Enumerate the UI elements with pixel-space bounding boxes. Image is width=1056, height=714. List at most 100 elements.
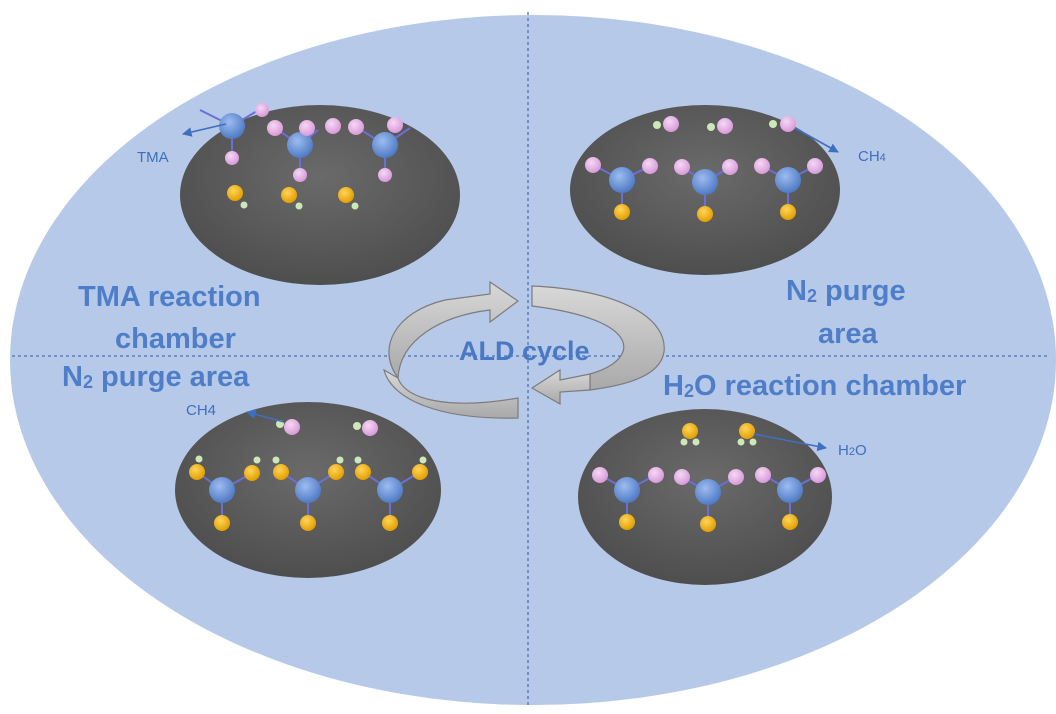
hydrogen-atom xyxy=(707,123,715,131)
oxygen-atom xyxy=(281,187,297,203)
carbon-atom xyxy=(807,158,823,174)
aluminum-atom xyxy=(614,477,640,503)
purge-top-label-line2: area xyxy=(818,318,879,350)
hydrogen-atom xyxy=(653,121,661,129)
hydrogen-atom xyxy=(354,456,362,464)
carbon-atom xyxy=(728,469,744,485)
cycle-arrow-lower xyxy=(530,368,591,406)
tma-chamber-label-line2: chamber xyxy=(115,323,236,355)
oxygen-atom xyxy=(355,464,371,480)
oxygen-atom xyxy=(412,464,428,480)
carbon-atom xyxy=(225,151,239,165)
hydrogen-atom xyxy=(351,202,359,210)
carbon-atom xyxy=(722,159,738,175)
hydrogen-atom xyxy=(240,201,248,209)
carbon-atom xyxy=(592,467,608,483)
hydrogen-atom xyxy=(737,438,745,446)
carbon-atom xyxy=(810,467,826,483)
h2o-molecule-label: H2O xyxy=(838,442,867,459)
carbon-atom xyxy=(325,118,341,134)
aluminum-atom xyxy=(377,477,403,503)
oxygen-atom xyxy=(300,515,316,531)
carbon-atom xyxy=(663,116,679,132)
carbon-atom xyxy=(284,419,300,435)
oxygen-atom xyxy=(780,204,796,220)
hydrogen-atom xyxy=(749,438,757,446)
hydrogen-atom xyxy=(295,202,303,210)
tma-arrow xyxy=(182,123,227,137)
ch4-label-top: CH4 xyxy=(858,148,886,165)
oxygen-atom xyxy=(682,423,698,439)
aluminum-atom xyxy=(692,169,718,195)
ald-cycle-arrows: ALD cycle xyxy=(383,280,665,419)
carbon-atom xyxy=(348,119,364,135)
hydrogen-atom xyxy=(272,456,280,464)
cycle-arrow-right xyxy=(531,285,665,391)
oxygen-atom xyxy=(328,464,344,480)
h2o-reaction-molecules: H2O xyxy=(592,423,867,532)
oxygen-atom xyxy=(700,516,716,532)
purge-top-label-line1: N2 purge xyxy=(786,275,906,307)
cycle-label: ALD cycle xyxy=(459,336,590,366)
purge-top-molecules: CH4 xyxy=(585,116,886,222)
carbon-atom xyxy=(674,159,690,175)
ch4-arrow-top xyxy=(794,127,839,153)
h2o-arrow xyxy=(753,433,827,452)
cycle-arrow-left xyxy=(383,368,519,419)
carbon-atom xyxy=(642,158,658,174)
tma-chamber-label-line1: TMA reaction xyxy=(78,281,261,313)
carbon-atom xyxy=(585,157,601,173)
carbon-atom xyxy=(293,168,307,182)
carbon-atom xyxy=(755,467,771,483)
carbon-atom xyxy=(267,120,283,136)
oxygen-atom xyxy=(614,204,630,220)
carbon-atom xyxy=(255,103,269,117)
cycle-arrow-upper xyxy=(388,280,520,380)
aluminum-atom xyxy=(777,477,803,503)
carbon-atom xyxy=(387,117,403,133)
oxygen-atom xyxy=(244,465,260,481)
carbon-atom xyxy=(780,116,796,132)
oxygen-atom xyxy=(189,464,205,480)
hydrogen-atom xyxy=(419,456,427,464)
aluminum-atom xyxy=(372,132,398,158)
aluminum-atom xyxy=(695,479,721,505)
oxygen-atom xyxy=(273,464,289,480)
carbon-atom xyxy=(378,168,392,182)
carbon-atom xyxy=(674,469,690,485)
carbon-atom xyxy=(362,420,378,436)
carbon-atom xyxy=(648,467,664,483)
oxygen-atom xyxy=(697,206,713,222)
aluminum-atom xyxy=(219,113,245,139)
ch4-label-bottom: CH4 xyxy=(186,402,216,419)
oxygen-atom xyxy=(382,515,398,531)
hydrogen-atom xyxy=(769,120,777,128)
purge-bottom-molecules: CH4 xyxy=(186,402,428,531)
oxygen-atom xyxy=(214,515,230,531)
carbon-atom xyxy=(754,158,770,174)
oxygen-atom xyxy=(619,514,635,530)
hydrogen-atom xyxy=(253,456,261,464)
tma-molecule-label: TMA xyxy=(137,149,169,166)
hydrogen-atom xyxy=(336,456,344,464)
carbon-atom xyxy=(717,118,733,134)
purge-bottom-label: N2 purge area xyxy=(62,361,250,393)
aluminum-atom xyxy=(287,132,313,158)
oxygen-atom xyxy=(227,185,243,201)
oxygen-atom xyxy=(338,187,354,203)
oxygen-atom xyxy=(782,514,798,530)
h2o-chamber-label: H2O reaction chamber xyxy=(663,370,966,402)
aluminum-atom xyxy=(775,167,801,193)
hydrogen-atom xyxy=(353,422,361,430)
hydrogen-atom xyxy=(195,455,203,463)
hydrogen-atom xyxy=(680,438,688,446)
aluminum-atom xyxy=(609,167,635,193)
tma-reaction-molecules: TMA xyxy=(137,103,411,210)
oxygen-atom xyxy=(739,423,755,439)
aluminum-atom xyxy=(295,477,321,503)
carbon-atom xyxy=(299,120,315,136)
aluminum-atom xyxy=(209,477,235,503)
hydrogen-atom xyxy=(692,438,700,446)
ch4-arrow-bottom xyxy=(246,409,285,423)
